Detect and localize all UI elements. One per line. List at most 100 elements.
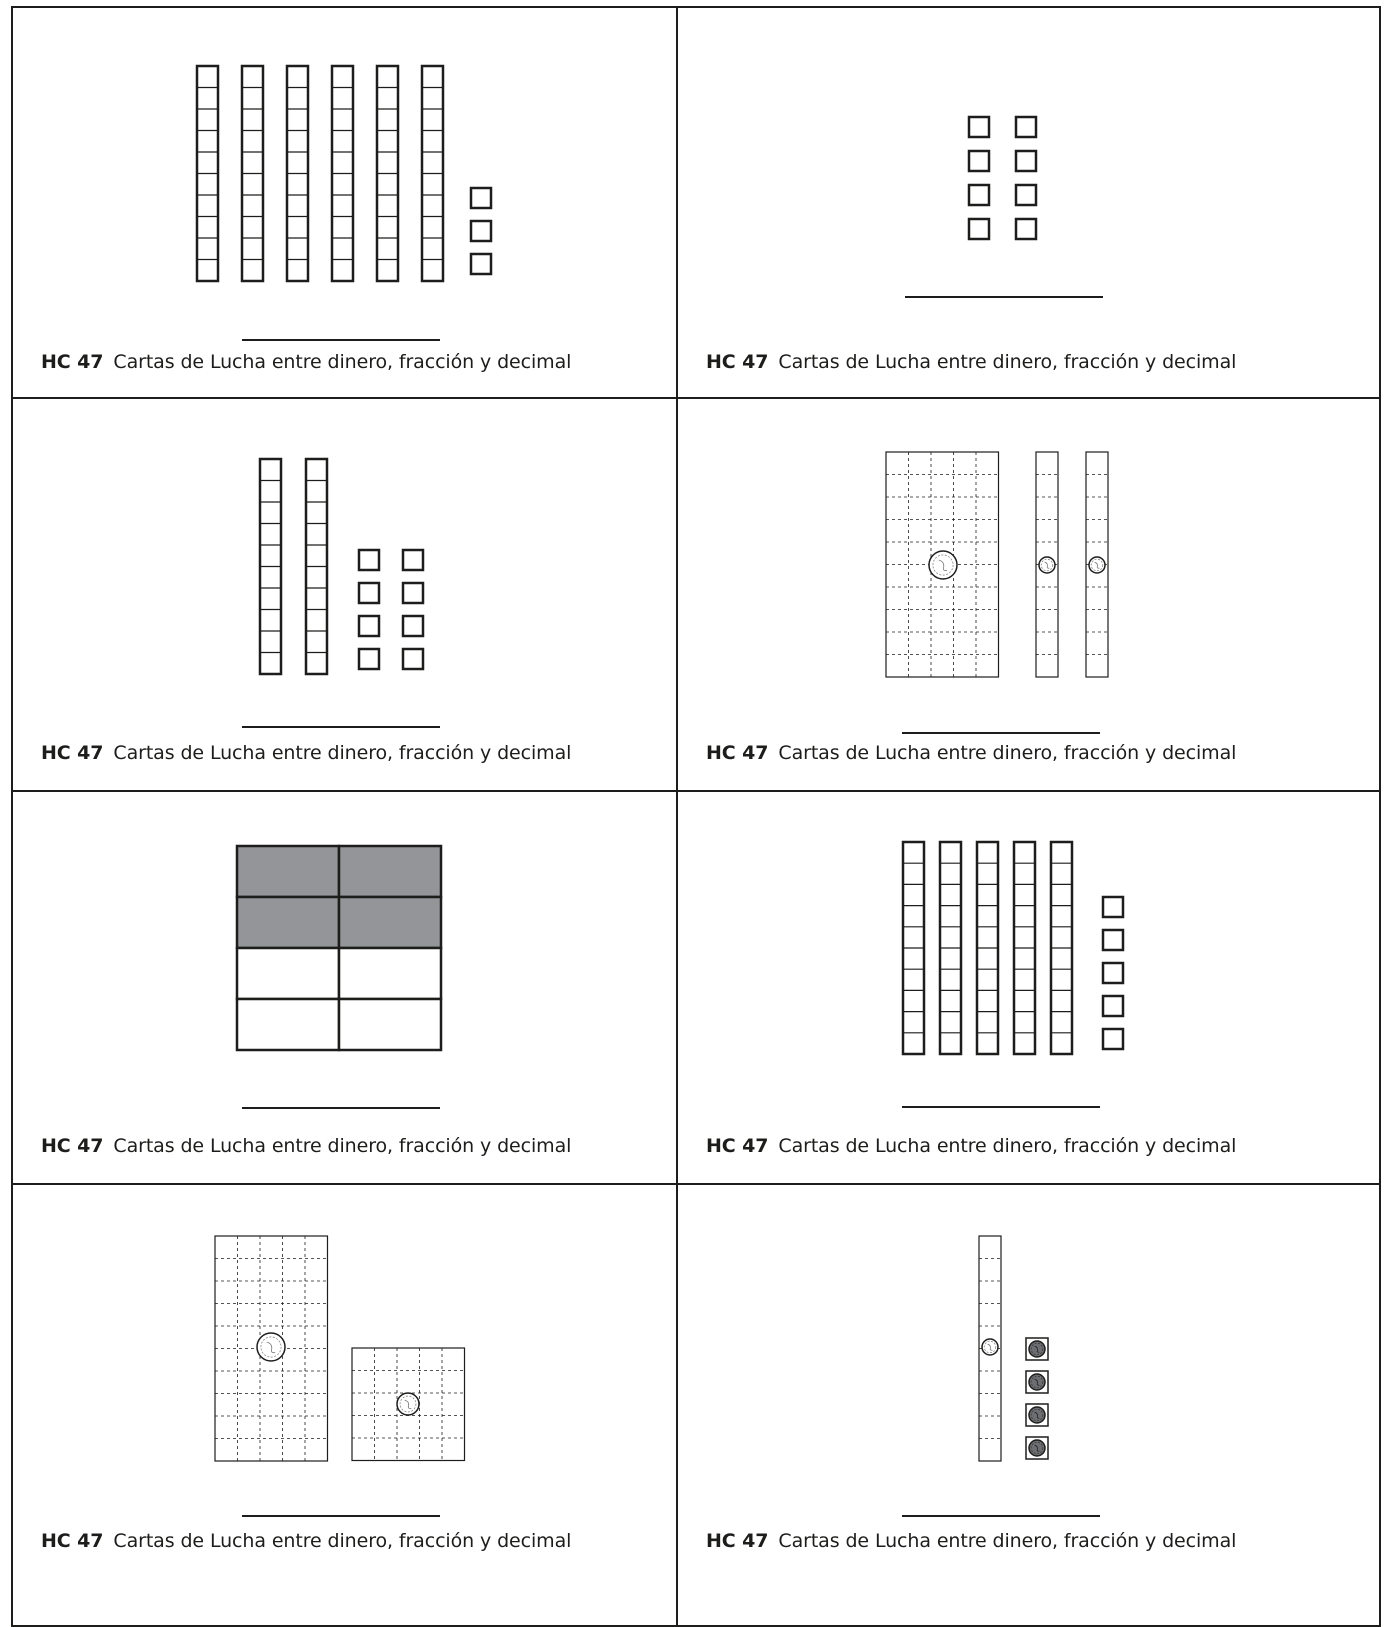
penny-coin — [1029, 1374, 1045, 1390]
card-title: Cartas de Lucha entre dinero, fracción y… — [113, 1530, 571, 1552]
unshaded-part — [237, 999, 339, 1050]
shaded-part — [237, 846, 339, 897]
tens-rod — [332, 66, 353, 281]
shaded-part — [339, 897, 441, 948]
card-title: Cartas de Lucha entre dinero, fracción y… — [113, 1135, 571, 1157]
unit-cube — [359, 550, 379, 570]
tens-rod — [940, 842, 961, 1054]
tens-rod — [287, 66, 308, 281]
card-7: HC 47 Cartas de Lucha entre dinero, fracc… — [13, 1185, 676, 1625]
card-code: HC 47 — [41, 351, 103, 373]
tens-rod — [977, 842, 998, 1054]
answer-line — [242, 339, 440, 341]
coin — [257, 1333, 285, 1361]
card-sheet: HC 47 Cartas de Lucha entre dinero, fracc… — [11, 6, 1381, 1627]
unit-cube — [403, 616, 423, 636]
unshaded-part — [237, 948, 339, 999]
unit-cube — [1016, 117, 1036, 137]
card-6: HC 47 Cartas de Lucha entre dinero, fracc… — [678, 792, 1379, 1183]
unit-cube — [1103, 1029, 1123, 1049]
coin — [397, 1393, 419, 1415]
tens-rod — [377, 66, 398, 281]
unit-cube — [359, 583, 379, 603]
unit-cube — [1103, 897, 1123, 917]
tens-rod — [903, 842, 924, 1054]
card-5: HC 47 Cartas de Lucha entre dinero, fracc… — [13, 792, 676, 1183]
unit-cube — [403, 550, 423, 570]
base-ten-blocks-illustration — [13, 399, 676, 790]
penny-coin — [1029, 1341, 1045, 1357]
money-grid-illustration — [13, 1185, 676, 1625]
unshaded-part — [339, 948, 441, 999]
fraction-rectangle-illustration — [13, 792, 676, 1183]
card-title: Cartas de Lucha entre dinero, fracción y… — [113, 742, 571, 764]
tens-rod — [1014, 842, 1035, 1054]
card-code: HC 47 — [706, 1135, 768, 1157]
card-grid: HC 47 Cartas de Lucha entre dinero, fracc… — [13, 8, 1379, 1625]
money-grid-illustration — [678, 1185, 1379, 1625]
tens-rod — [260, 459, 281, 674]
unit-cube — [471, 188, 491, 208]
card-caption: HC 47 Cartas de Lucha entre dinero, fracc… — [41, 1135, 571, 1157]
card-code: HC 47 — [41, 1135, 103, 1157]
tens-rod — [197, 66, 218, 281]
coin — [929, 551, 957, 579]
unshaded-part — [339, 999, 441, 1050]
coin — [1089, 557, 1105, 573]
card-1: HC 47 Cartas de Lucha entre dinero, fracc… — [13, 8, 676, 397]
card-8: HC 47 Cartas de Lucha entre dinero, fracc… — [678, 1185, 1379, 1625]
card-caption: HC 47 Cartas de Lucha entre dinero, fracc… — [41, 351, 571, 373]
unit-cube — [1016, 185, 1036, 205]
unit-cube — [1103, 963, 1123, 983]
answer-line — [902, 1515, 1100, 1517]
unit-cube — [969, 151, 989, 171]
unit-cube — [471, 221, 491, 241]
card-code: HC 47 — [41, 742, 103, 764]
card-caption: HC 47 Cartas de Lucha entre dinero, fracc… — [41, 1530, 571, 1552]
card-code: HC 47 — [706, 1530, 768, 1552]
answer-line — [242, 1107, 440, 1109]
card-code: HC 47 — [706, 351, 768, 373]
card-caption: HC 47 Cartas de Lucha entre dinero, fracc… — [41, 742, 571, 764]
penny-coin — [1029, 1407, 1045, 1423]
unit-cube — [403, 649, 423, 669]
card-title: Cartas de Lucha entre dinero, fracción y… — [778, 1135, 1236, 1157]
card-code: HC 47 — [41, 1530, 103, 1552]
unit-cube — [359, 616, 379, 636]
unit-cube — [969, 117, 989, 137]
answer-line — [902, 732, 1100, 734]
penny-coin — [1029, 1440, 1045, 1456]
answer-line — [902, 1106, 1100, 1108]
unit-cube — [403, 583, 423, 603]
tens-rod — [422, 66, 443, 281]
tens-rod — [1051, 842, 1072, 1054]
answer-line — [242, 726, 440, 728]
card-title: Cartas de Lucha entre dinero, fracción y… — [778, 351, 1236, 373]
base-ten-blocks-illustration — [678, 792, 1379, 1183]
card-code: HC 47 — [706, 742, 768, 764]
coin — [982, 1339, 998, 1355]
unit-cube — [1016, 219, 1036, 239]
unit-cube — [1016, 151, 1036, 171]
unit-cube — [359, 649, 379, 669]
answer-line — [242, 1515, 440, 1517]
unit-cube — [969, 219, 989, 239]
unit-cube — [1103, 996, 1123, 1016]
card-3: HC 47 Cartas de Lucha entre dinero, fracc… — [13, 399, 676, 790]
base-ten-blocks-illustration — [678, 8, 1379, 397]
shaded-part — [237, 897, 339, 948]
card-title: Cartas de Lucha entre dinero, fracción y… — [778, 1530, 1236, 1552]
card-caption: HC 47 Cartas de Lucha entre dinero, fracc… — [706, 1135, 1236, 1157]
unit-cube — [471, 254, 491, 274]
tens-rod — [306, 459, 327, 674]
unit-cube — [1103, 930, 1123, 950]
card-2: HC 47 Cartas de Lucha entre dinero, fracc… — [678, 8, 1379, 397]
card-caption: HC 47 Cartas de Lucha entre dinero, fracc… — [706, 351, 1236, 373]
tens-rod — [242, 66, 263, 281]
shaded-part — [339, 846, 441, 897]
card-caption: HC 47 Cartas de Lucha entre dinero, fracc… — [706, 1530, 1236, 1552]
card-title: Cartas de Lucha entre dinero, fracción y… — [113, 351, 571, 373]
coin — [1039, 557, 1055, 573]
